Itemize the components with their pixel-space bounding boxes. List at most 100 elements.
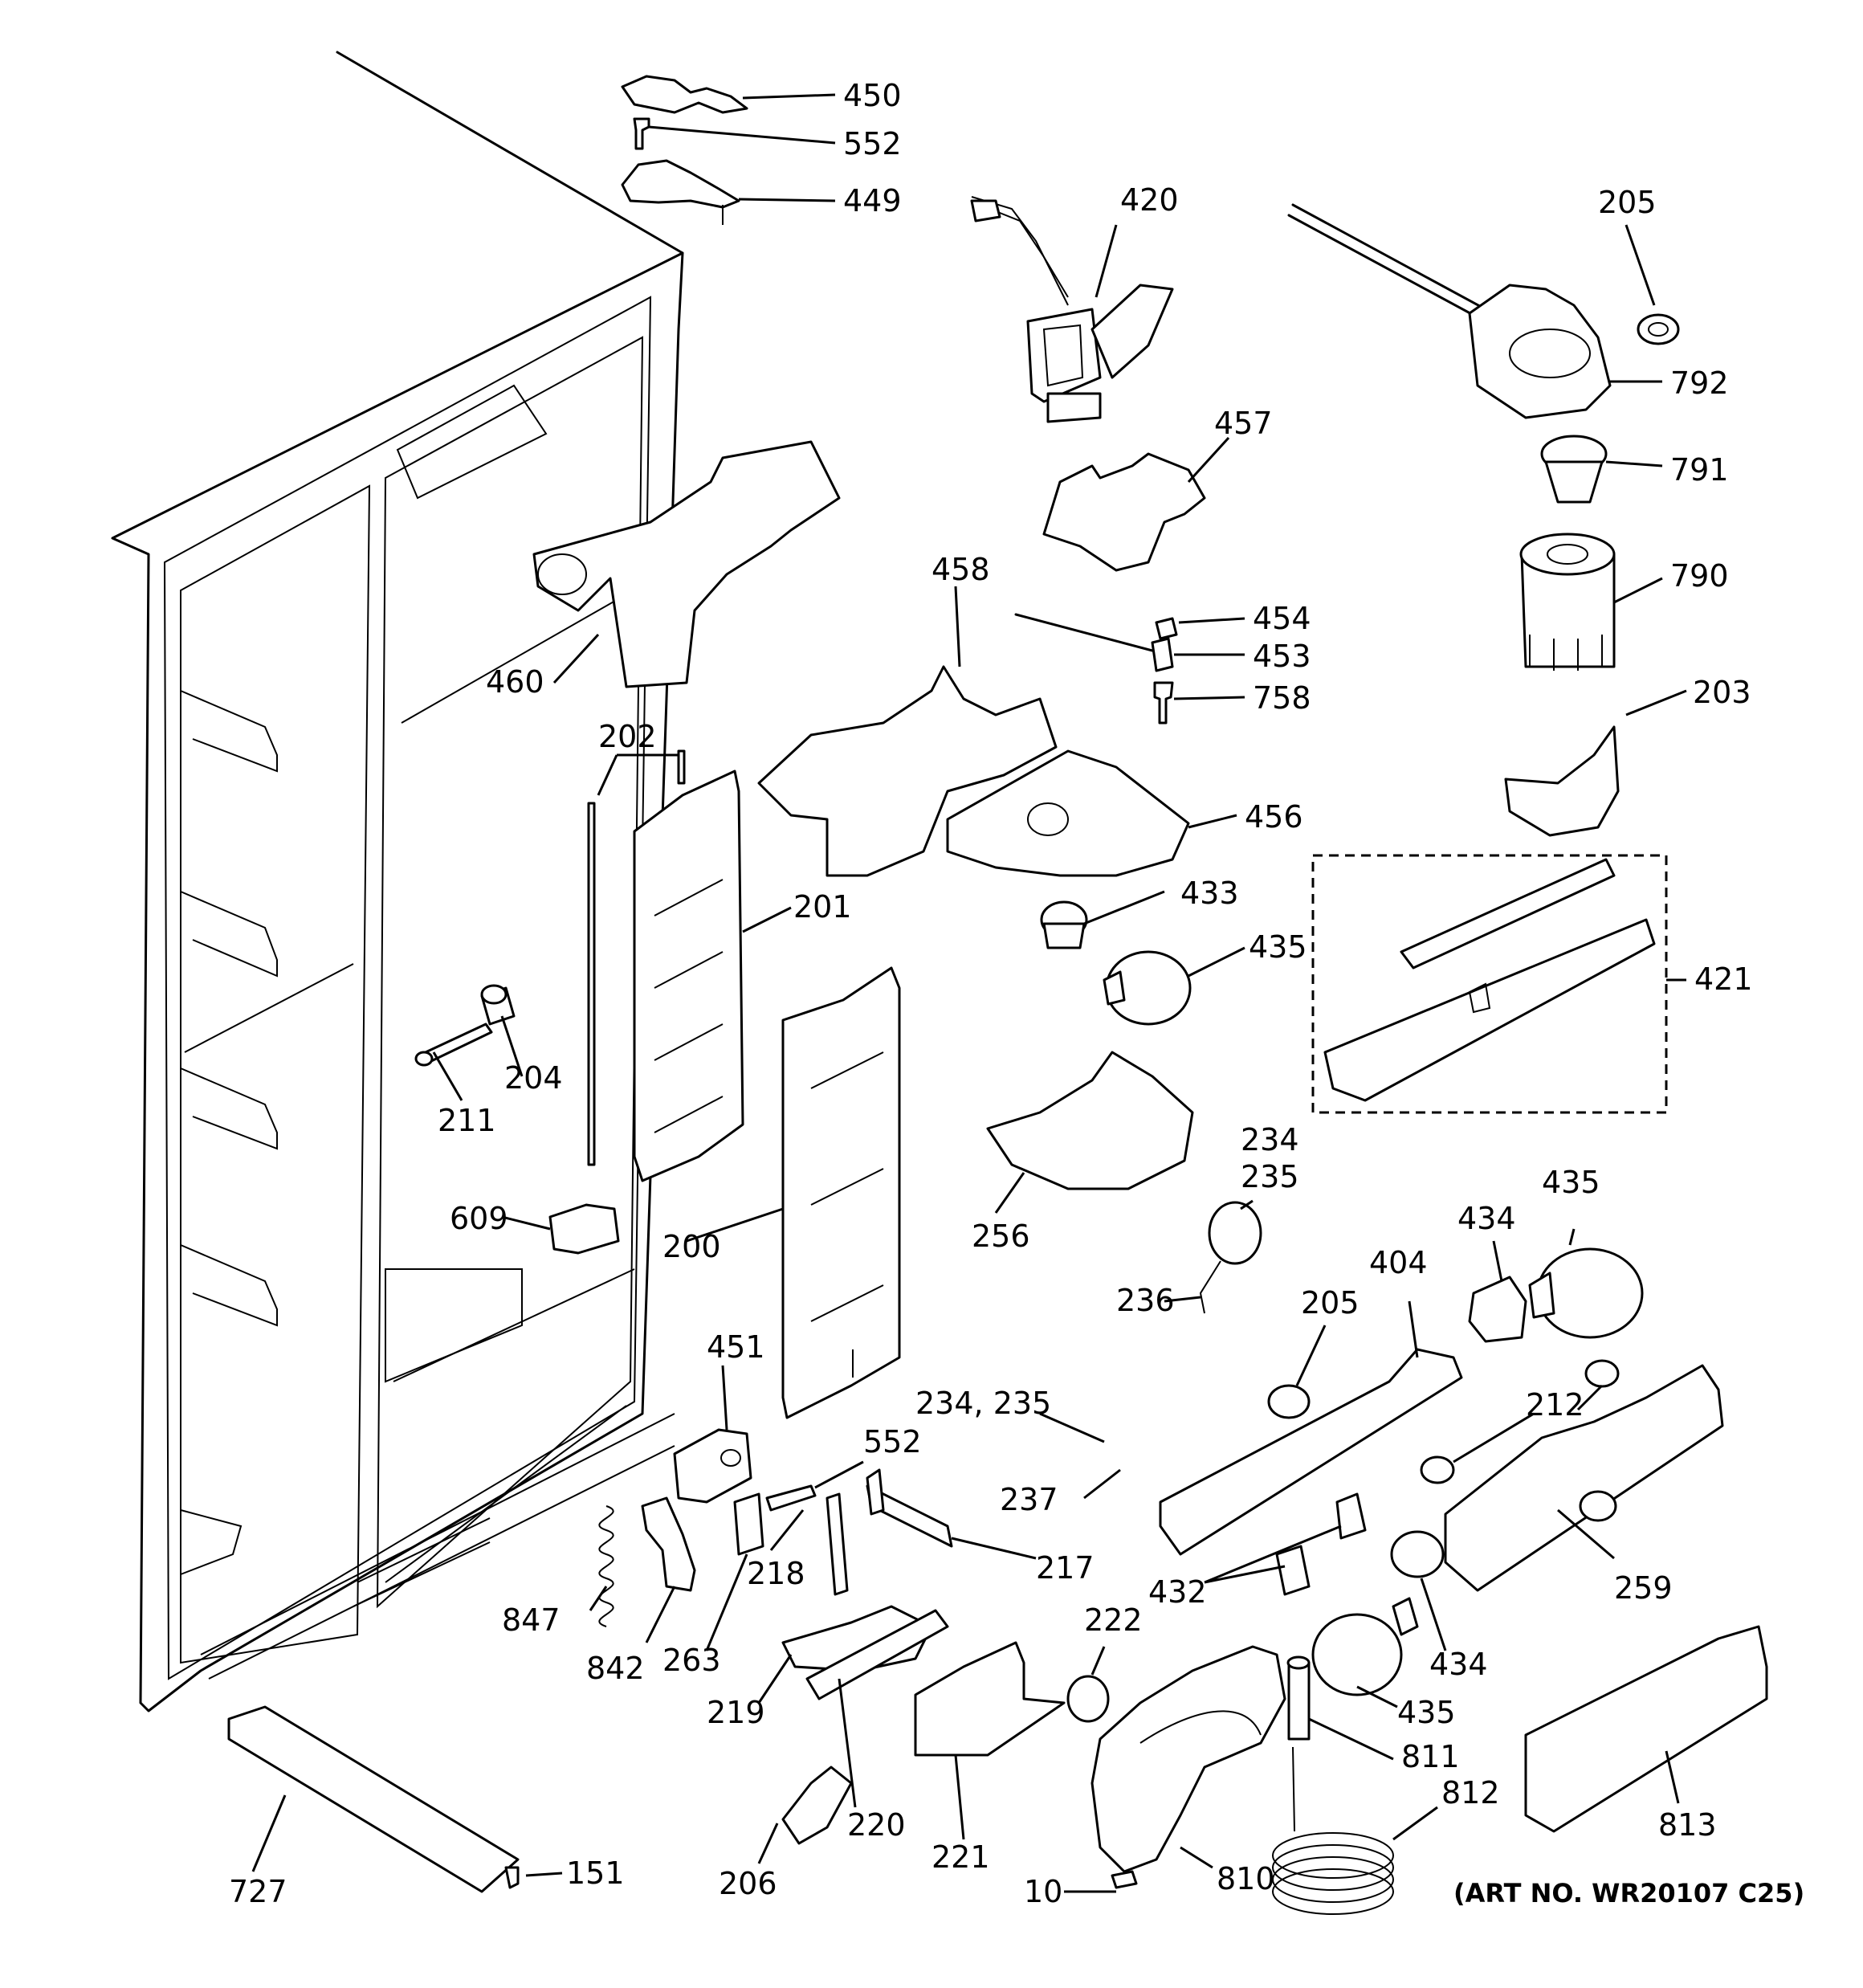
bulb-435-bottom: [1311, 1597, 1419, 1696]
label-219: 219: [707, 1695, 765, 1730]
spacer-204: [480, 984, 516, 1026]
sensor-rod-454-453: [1014, 613, 1178, 672]
label-204: 204: [504, 1060, 563, 1096]
socket-434-bottom: [1390, 1530, 1445, 1578]
grill-206: [781, 1766, 853, 1845]
dispenser-module-420: [970, 196, 1174, 423]
screw-552-top: [633, 117, 650, 150]
door-liner-201: [633, 769, 744, 1182]
coupling-791: [1540, 435, 1608, 504]
label-451: 451: [707, 1329, 765, 1365]
label-263: 263: [662, 1643, 721, 1678]
label-435-bottom: 435: [1397, 1695, 1456, 1730]
label-810: 810: [1217, 1861, 1275, 1896]
label-220: 220: [847, 1807, 906, 1843]
label-842: 842: [586, 1651, 645, 1686]
label-151: 151: [566, 1855, 625, 1891]
auger-housing-792: [1468, 284, 1612, 419]
socket-433: [1040, 900, 1088, 949]
label-609: 609: [450, 1201, 508, 1236]
tray-256: [986, 1051, 1194, 1190]
screw-758: [1153, 681, 1174, 725]
tube-811: [1286, 1655, 1311, 1741]
screw-151: [504, 1866, 520, 1889]
label-791: 791: [1670, 452, 1729, 488]
label-450: 450: [843, 78, 902, 113]
switch-609: [548, 1203, 620, 1255]
clip-222: [1066, 1675, 1110, 1723]
bracket-451: [673, 1428, 752, 1504]
bushing-205-mid: [1267, 1384, 1311, 1419]
socket-434-top: [1468, 1276, 1527, 1343]
label-456: 456: [1245, 799, 1303, 835]
label-458: 458: [932, 552, 990, 587]
label-206: 206: [719, 1866, 777, 1901]
rod-218: [826, 1492, 849, 1596]
label-222: 222: [1084, 1602, 1143, 1638]
label-435-mid: 435: [1249, 929, 1307, 965]
bracket-203: [1504, 725, 1620, 837]
label-790: 790: [1670, 558, 1729, 594]
gasket-202: [587, 749, 686, 1166]
bulb-435-right: [1528, 1247, 1644, 1339]
label-256: 256: [972, 1219, 1030, 1254]
label-212: 212: [1526, 1387, 1584, 1423]
label-552-bottom: 552: [863, 1424, 922, 1459]
hinge-449: [621, 159, 740, 225]
leader-lines: [251, 93, 1687, 1893]
door-221: [914, 1641, 1066, 1757]
label-454: 454: [1253, 601, 1311, 636]
auger-rod: [1287, 203, 1487, 319]
spring-847: [598, 1505, 614, 1627]
label-432: 432: [1148, 1574, 1207, 1610]
label-217: 217: [1036, 1550, 1095, 1586]
art-number: (ART NO. WR20107 C25): [1453, 1878, 1804, 1908]
label-792: 792: [1670, 365, 1729, 401]
ice-crusher-790: [1519, 533, 1616, 671]
water-tank-810: [1090, 1645, 1286, 1873]
label-203: 203: [1693, 675, 1751, 710]
cover-plate-457: [1042, 452, 1206, 572]
spring-236: [1199, 1201, 1262, 1314]
label-421: 421: [1694, 961, 1753, 997]
label-237: 237: [1000, 1482, 1058, 1517]
label-420: 420: [1120, 182, 1179, 218]
label-259: 259: [1614, 1570, 1673, 1606]
label-435-right: 435: [1542, 1165, 1600, 1200]
label-457: 457: [1214, 406, 1273, 441]
label-434-top: 434: [1457, 1201, 1516, 1236]
label-552-top: 552: [843, 126, 902, 161]
label-201: 201: [793, 889, 852, 925]
door-panel-200: [781, 966, 901, 1419]
light-housing-456: [946, 749, 1190, 877]
label-433: 433: [1180, 876, 1239, 911]
trim-813: [1524, 1625, 1768, 1833]
pivot-263: [733, 1492, 764, 1556]
label-205-top: 205: [1598, 185, 1657, 220]
label-811: 811: [1401, 1739, 1460, 1774]
actuator-217: [866, 1468, 953, 1548]
label-235: 235: [1241, 1159, 1299, 1194]
coil-812: [1272, 1746, 1394, 1915]
label-202: 202: [598, 719, 657, 754]
label-236: 236: [1116, 1283, 1175, 1318]
lever-842: [641, 1496, 696, 1592]
label-460: 460: [486, 664, 544, 700]
label-221: 221: [932, 1839, 990, 1875]
bulb-435-mid: [1103, 950, 1192, 1026]
label-404: 404: [1369, 1245, 1428, 1280]
label-234: 234: [1241, 1122, 1299, 1157]
refrigerator-cabinet: [111, 51, 684, 1712]
label-758: 758: [1253, 680, 1311, 716]
housing-259: [1444, 1364, 1724, 1592]
label-727: 727: [229, 1874, 287, 1909]
label-812: 812: [1441, 1775, 1500, 1810]
bracket-220: [805, 1609, 949, 1700]
control-panel-421: [1311, 854, 1668, 1114]
label-205-mid: 205: [1301, 1285, 1360, 1321]
label-449: 449: [843, 183, 902, 218]
switch-432: [1275, 1492, 1367, 1596]
bushing-212: [1420, 1359, 1620, 1484]
housing-458: [757, 665, 1058, 877]
